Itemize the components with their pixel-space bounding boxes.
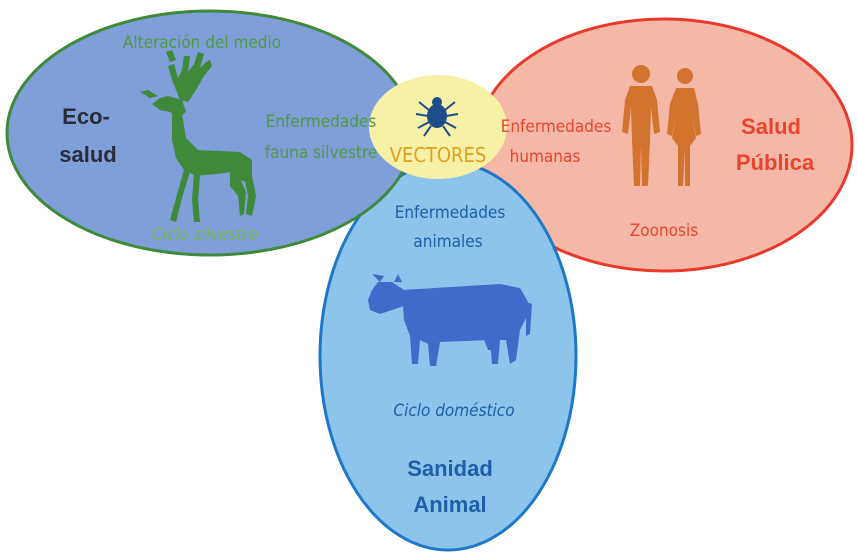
salud-publica-human-line1: Enfermedades xyxy=(501,117,612,137)
salud-publica-zoonosis: Zoonosis xyxy=(630,221,698,241)
deer-icon xyxy=(140,50,256,222)
vectores-label: VECTORES xyxy=(390,143,487,167)
cow-icon xyxy=(368,274,532,366)
ecosalud-wildlife-line2: fauna silvestre xyxy=(265,143,378,163)
salud-publica-title-line1: Salud xyxy=(741,114,801,139)
sanidad-animal-line2: animales xyxy=(413,232,482,252)
sanidad-animal-title-line2: Animal xyxy=(413,492,486,517)
ecosalud-title-line1: Eco- xyxy=(62,104,110,129)
ecosalud-cycle: Ciclo silvestre xyxy=(152,225,258,245)
salud-publica-title-line2: Pública xyxy=(736,150,815,175)
ecosalud-top-label: Alteración del medio xyxy=(123,33,281,53)
sanidad-animal-title-line1: Sanidad xyxy=(407,456,493,481)
tick-icon xyxy=(415,97,459,137)
human-figures-icon xyxy=(622,65,701,186)
salud-publica-human-line2: humanas xyxy=(510,147,581,167)
ecosalud-title-line2: salud xyxy=(59,142,116,167)
sanidad-animal-line1: Enfermedades xyxy=(395,203,506,223)
ecosalud-wildlife-line1: Enfermedades xyxy=(266,112,377,132)
sanidad-animal-cycle: Ciclo doméstico xyxy=(393,401,514,421)
